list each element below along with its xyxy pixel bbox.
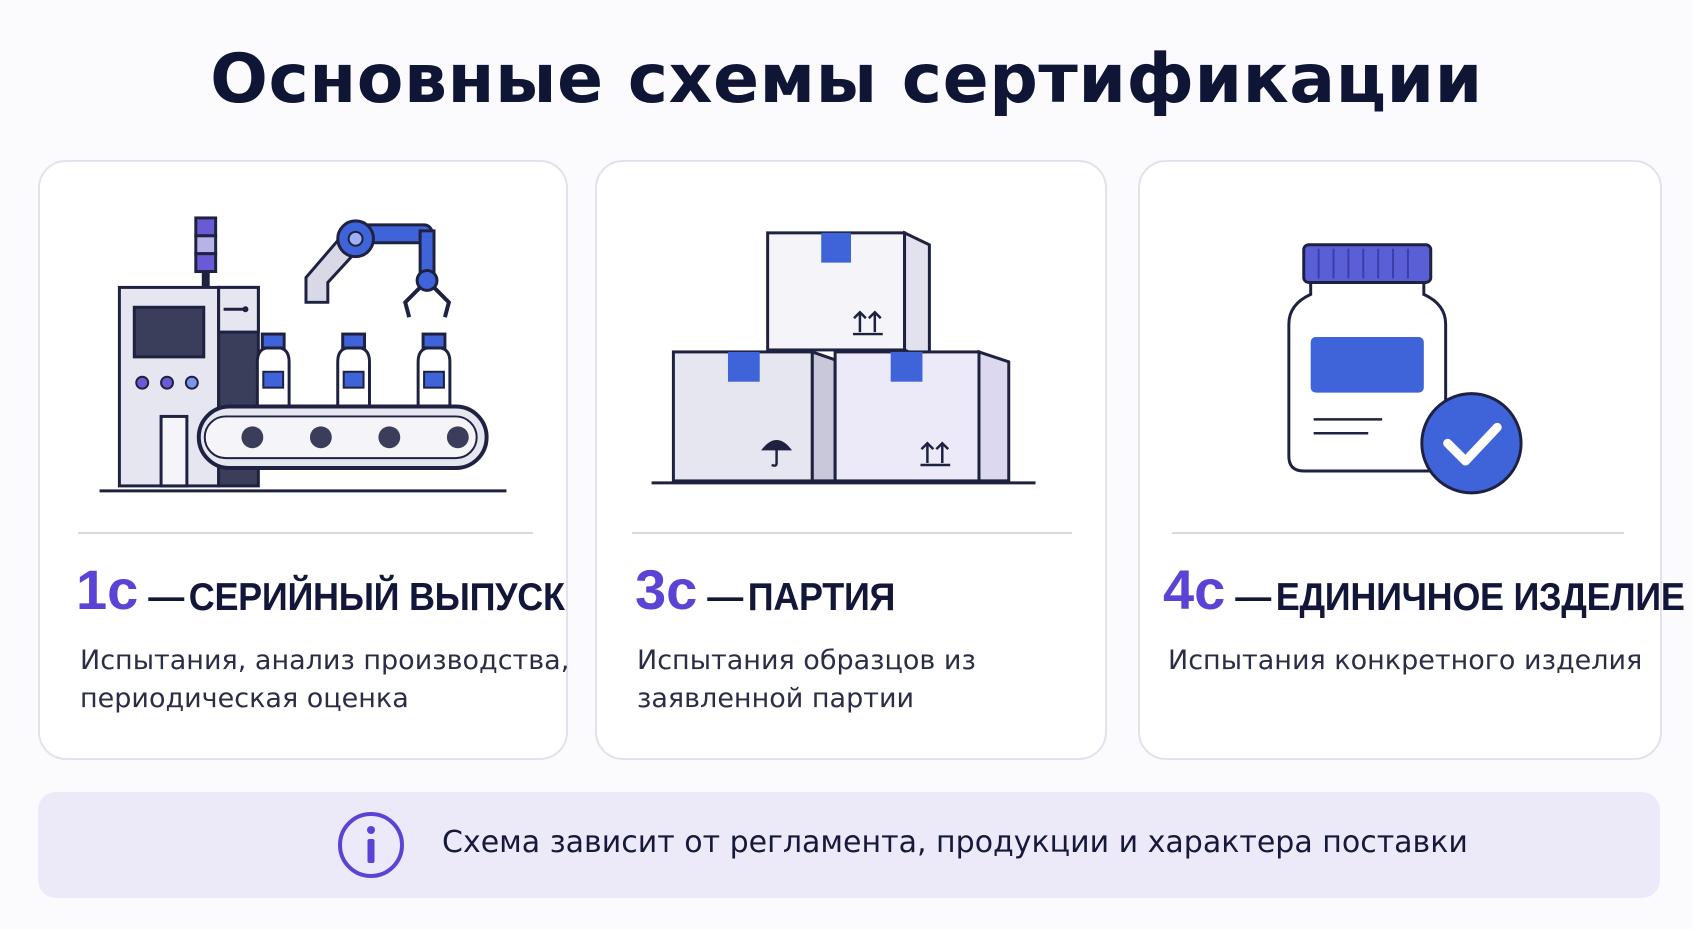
card-divider [78, 532, 533, 534]
stacked-boxes-illustration [651, 230, 1036, 485]
card-divider [632, 532, 1072, 534]
scheme-name: ПАРТИЯ [747, 574, 896, 619]
factory-conveyor-illustration [99, 216, 507, 493]
scheme-name: СЕРИЙНЫЙ ВЫПУСК [188, 574, 565, 619]
scheme-card-4c: 4с— ЕДИНИЧНОЕ ИЗДЕЛИЕ Испытания конкретн… [1138, 160, 1685, 760]
scheme-heading: 4с— ЕДИНИЧНОЕ ИЗДЕЛИЕ [1163, 557, 1685, 622]
scheme-card-3c: 3с— ПАРТИЯ Испытания образцов из заявлен… [595, 160, 1107, 760]
scheme-code: 1с [76, 558, 139, 621]
jar-checkmark-illustration [1287, 243, 1523, 495]
scheme-card-1c: 1с— СЕРИЙНЫЙ ВЫПУСК Испытания, анализ пр… [38, 160, 569, 760]
scheme-separator: — [148, 576, 185, 617]
scheme-code: 3с [635, 558, 698, 621]
scheme-description: Испытания образцов из заявленной партии [637, 642, 976, 718]
scheme-description: Испытания, анализ производства, периодич… [80, 642, 569, 718]
scheme-description: Испытания конкретного изделия [1168, 642, 1642, 680]
scheme-heading: 1с— СЕРИЙНЫЙ ВЫПУСК [76, 557, 565, 622]
scheme-code: 4с [1163, 558, 1226, 621]
description-line: Испытания, анализ производства, [80, 645, 570, 676]
info-note-bar: Схема зависит от регламента, продукции и… [38, 792, 1660, 898]
description-line: заявленной партии [637, 683, 915, 714]
description-line: Испытания образцов из [637, 645, 976, 676]
info-icon [338, 812, 404, 878]
description-line: Испытания конкретного изделия [1168, 645, 1643, 676]
scheme-separator: — [707, 576, 744, 617]
info-note-text: Схема зависит от регламента, продукции и… [442, 825, 1468, 860]
description-line: периодическая оценка [80, 683, 409, 714]
scheme-name: ЕДИНИЧНОЕ ИЗДЕЛИЕ [1275, 574, 1685, 619]
page-title: Основные схемы сертификации [210, 40, 1483, 119]
scheme-heading: 3с— ПАРТИЯ [635, 557, 895, 622]
card-divider [1172, 532, 1624, 534]
scheme-separator: — [1235, 576, 1272, 617]
